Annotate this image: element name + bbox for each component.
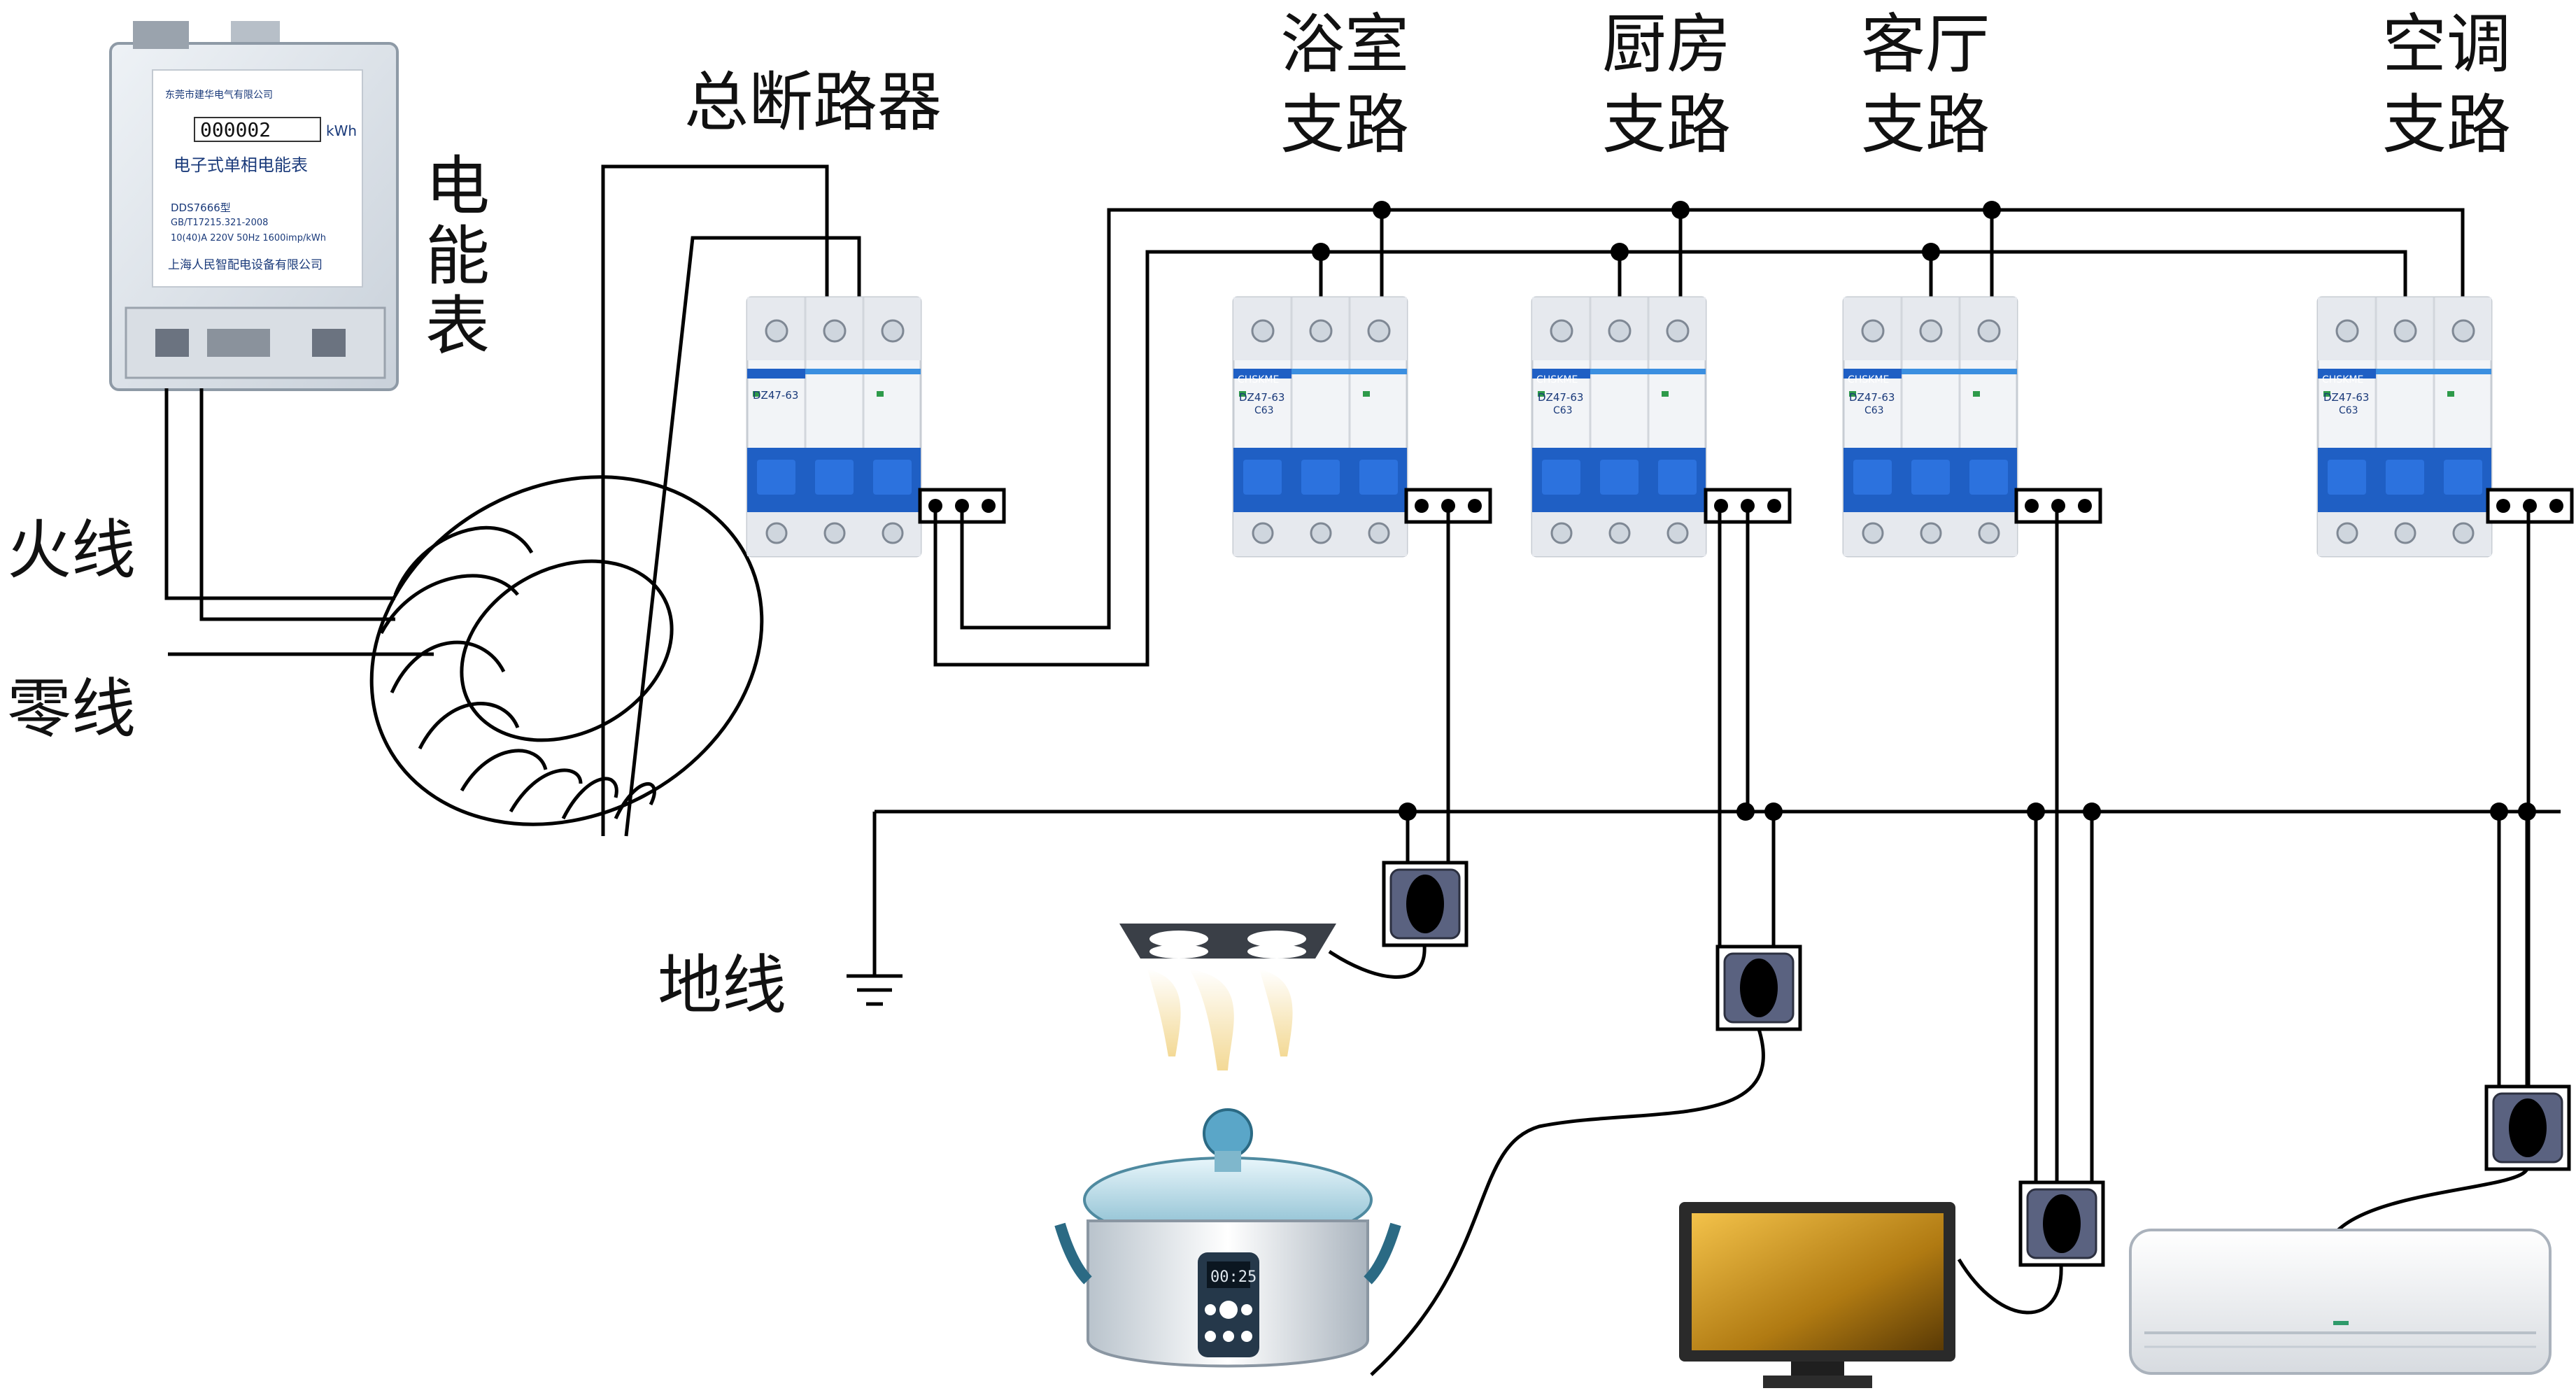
ground-bus [847, 809, 2561, 1006]
branch-bathroom-label-2: 支路 [1280, 87, 1409, 162]
meter-label-2: 能 [425, 219, 490, 294]
breaker-kitchen-rating: C63 [1553, 405, 1573, 416]
breaker-bathroom: CHSKME DZ47-63 C63 [1232, 296, 1408, 558]
breaker-livingroom-model: DZ47-63 [1849, 391, 1895, 404]
meter-model: DDS7666型 [171, 201, 231, 214]
breaker-ac-model: DZ47-63 [2323, 391, 2369, 404]
range-hood-icon [1119, 924, 1336, 1070]
appliance-cords [1328, 945, 2529, 1376]
breaker-kitchen: CHSKME DZ47-63 C63 [1531, 296, 1707, 558]
breaker-livingroom-brand: CHSKME [1848, 374, 1889, 386]
current-transformer-coil [369, 475, 764, 826]
slow-cooker-icon: 00:25 [1054, 1108, 1401, 1368]
branch-ac-label-1: 空调 [2382, 7, 2511, 82]
socket-livingroom[interactable] [2021, 1182, 2103, 1265]
socket-ac[interactable] [2486, 1087, 2569, 1169]
breaker-livingroom-rating: C63 [1864, 405, 1884, 416]
breaker-bathroom-rating: C63 [1254, 405, 1274, 416]
incoming-wires [164, 388, 434, 656]
air-conditioner-icon [2129, 1229, 2552, 1375]
meter-standard: GB/T17215.321-2008 [171, 218, 268, 228]
branch-livingroom-label-1: 客厅 [1861, 7, 1990, 82]
socket-kitchen[interactable] [1718, 947, 1800, 1029]
branch-livingroom-label-2: 支路 [1861, 87, 1990, 162]
meter-brand: 东莞市建华电气有限公司 [165, 89, 273, 101]
breaker-ac-rating: C63 [2339, 405, 2358, 416]
cooker-display: 00:25 [1210, 1268, 1257, 1286]
television-icon [1679, 1202, 1955, 1388]
breaker-ac-brand: CHSKME [2322, 374, 2363, 386]
bus-junctions [1312, 201, 2001, 261]
breaker-kitchen-brand: CHSKME [1536, 374, 1578, 386]
breaker-bathroom-brand: CHSKME [1238, 374, 1279, 386]
breaker-ac: CHSKME DZ47-63 C63 [2316, 296, 2493, 558]
ground-wire-label: 地线 [658, 948, 786, 1023]
electric-meter: 东莞市建华电气有限公司 000002 kWh 电子式单相电能表 DDS7666型… [109, 21, 399, 391]
branch-kitchen-label-1: 厨房 [1602, 7, 1731, 82]
branch-ac-label-2: 支路 [2382, 87, 2511, 162]
socket-bathroom[interactable] [1384, 863, 1466, 945]
branch-feeders [1406, 506, 2531, 1182]
main-breaker: DZ47-63 [746, 296, 922, 558]
breaker-bathroom-model: DZ47-63 [1239, 391, 1285, 404]
meter-label-1: 电 [425, 149, 490, 224]
live-wire-label: 火线 [7, 513, 136, 588]
branch-kitchen-label-2: 支路 [1602, 87, 1731, 162]
meter-reading: 000002 [200, 118, 271, 141]
branch-bathroom-label-1: 浴室 [1280, 7, 1409, 82]
meter-label-3: 表 [425, 289, 490, 364]
meter-spec: 10(40)A 220V 50Hz 1600imp/kWh [171, 233, 326, 243]
breaker-kitchen-model: DZ47-63 [1538, 391, 1583, 404]
main-breaker-model: DZ47-63 [753, 389, 798, 402]
meter-unit: kWh [326, 122, 357, 139]
main-feed-wires [601, 164, 861, 837]
meter-maker: 上海人民智配电设备有限公司 [168, 258, 323, 272]
neutral-wire-label: 零线 [7, 672, 136, 747]
meter-title: 电子式单相电能表 [174, 155, 308, 175]
main-breaker-label: 总断路器 [684, 65, 942, 140]
breaker-livingroom: CHSKME DZ47-63 C63 [1842, 296, 2018, 558]
